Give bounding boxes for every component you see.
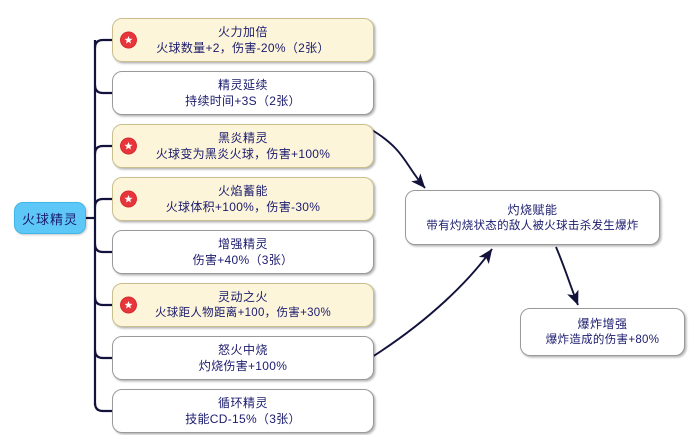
branch-desc: 火球距人物距离+100，伤害+30% (154, 307, 332, 319)
derived-card-zhuoshao-funeng[interactable]: 灼烧赋能 带有灼烧状态的敌人被火球击杀发生爆炸 (405, 190, 660, 245)
branch-title: 怒火中烧 (217, 343, 268, 357)
derived-desc: 带有灼烧状态的敌人被火球击杀发生爆炸 (426, 219, 639, 232)
branch-title: 黑炎精灵 (217, 131, 268, 145)
arrow-zhuoshao-to-baozha (555, 246, 579, 306)
star-icon (121, 191, 136, 207)
branch-title: 精灵延续 (217, 78, 268, 92)
star-icon (121, 297, 136, 313)
branch-card-6[interactable]: 灵动之火 火球距人物距离+100，伤害+30% (112, 283, 374, 327)
derived-title: 爆炸增强 (577, 317, 628, 331)
arrow-nuhuo-to-zhuoshao (371, 248, 493, 358)
branch-elbow-2 (93, 84, 112, 95)
branch-card-7[interactable]: 怒火中烧 灼烧伤害+100% (112, 336, 374, 380)
branch-desc: 持续时间+3S（2张） (185, 94, 301, 108)
derived-title: 灼烧赋能 (507, 202, 558, 217)
branch-desc: 技能CD-15%（3张） (185, 412, 301, 426)
root-label: 火球精灵 (21, 211, 78, 227)
branch-elbow-7 (93, 349, 112, 360)
branch-elbow-1 (93, 38, 112, 49)
branch-elbow-4 (93, 197, 112, 208)
branch-title: 灵动之火 (217, 290, 268, 304)
derived-desc: 爆炸造成的伤害+80% (545, 334, 660, 346)
branch-desc: 伤害+40%（3张） (192, 253, 294, 267)
arrow-heiyan-to-zhuoshao (371, 129, 426, 189)
star-icon (121, 138, 136, 154)
branch-card-2[interactable]: 精灵延续 持续时间+3S（2张） (112, 71, 374, 115)
branch-desc: 灼烧伤害+100% (198, 359, 288, 373)
branch-desc: 火球变为黑炎火球，伤害+100% (155, 147, 331, 161)
branch-elbow-3 (93, 144, 112, 155)
branch-card-8[interactable]: 循环精灵 技能CD-15%（3张） (112, 389, 374, 433)
branch-card-4[interactable]: 火焰蓄能 火球体积+100%，伤害-30% (112, 177, 374, 221)
star-icon (121, 32, 136, 48)
branch-title: 增强精灵 (217, 237, 268, 251)
root-node[interactable]: 火球精灵 (14, 202, 86, 234)
branch-desc: 火球体积+100%，伤害-30% (165, 200, 321, 214)
branch-desc: 火球数量+2，伤害-20%（2张） (156, 41, 330, 55)
branch-title: 火力加倍 (217, 25, 268, 39)
branch-card-5[interactable]: 增强精灵 伤害+40%（3张） (112, 230, 374, 274)
derived-card-baozha-zengqiang[interactable]: 爆炸增强 爆炸造成的伤害+80% (520, 308, 685, 356)
branch-card-3[interactable]: 黑炎精灵 火球变为黑炎火球，伤害+100% (112, 124, 374, 168)
branch-elbow-8 (93, 402, 112, 413)
branch-card-1[interactable]: 火力加倍 火球数量+2，伤害-20%（2张） (112, 18, 374, 62)
branch-title: 火焰蓄能 (217, 184, 268, 198)
branch-elbow-6 (93, 296, 112, 307)
branch-elbow-5 (93, 243, 112, 254)
branch-title: 循环精灵 (217, 396, 268, 410)
